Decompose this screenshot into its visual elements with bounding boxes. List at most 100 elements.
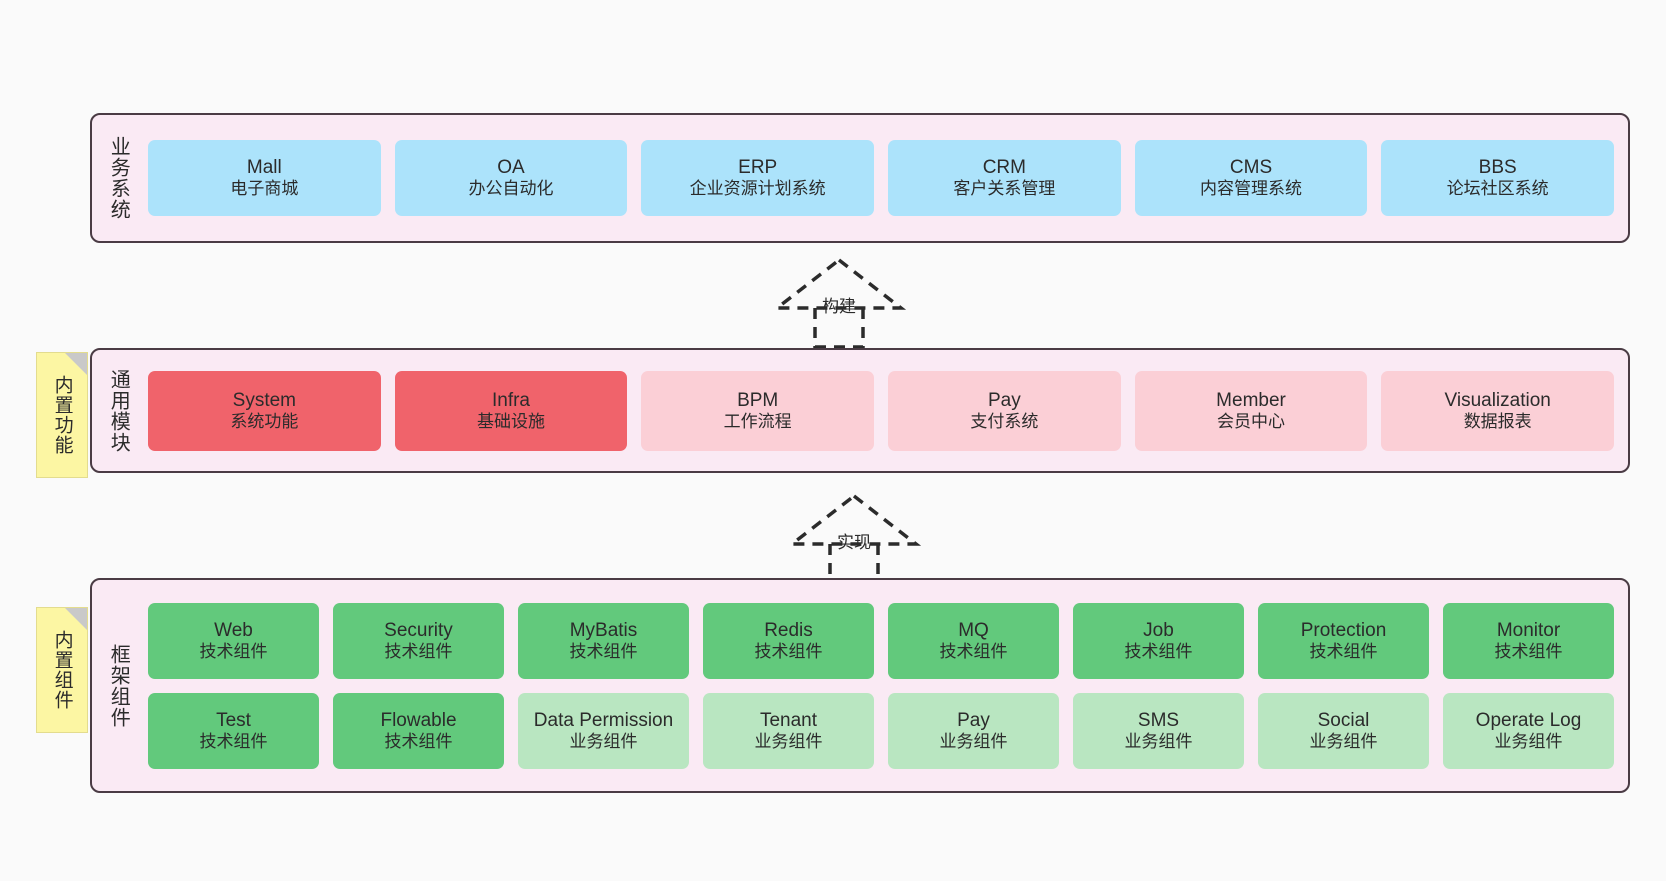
card-subtitle: 系统功能 [230, 411, 299, 431]
common-modules-card-row: System 系统功能 Infra 基础设施 BPM 工作流程 Pay 支付系统… [144, 350, 1628, 471]
card-social[interactable]: Social 业务组件 [1258, 692, 1429, 769]
note-builtin-features: 内置功能 [36, 352, 88, 478]
card-title: Data Permission [533, 709, 674, 731]
card-mall[interactable]: Mall 电子商城 [148, 140, 381, 216]
card-system[interactable]: System 系统功能 [148, 370, 381, 451]
card-job[interactable]: Job 技术组件 [1073, 602, 1244, 679]
card-title: Job [1143, 619, 1174, 641]
card-title: Visualization [1444, 389, 1551, 411]
card-mq[interactable]: MQ 技术组件 [888, 602, 1059, 679]
card-infra[interactable]: Infra 基础设施 [394, 370, 628, 451]
card-title: CMS [1229, 157, 1273, 179]
card-title: Social [1317, 709, 1370, 731]
layer-title-common-modules: 通用模块 [107, 368, 130, 453]
card-test[interactable]: Test 技术组件 [148, 692, 319, 769]
card-title: System [232, 389, 297, 411]
connector-implement: 实现 [769, 490, 939, 585]
card-title: Protection [1300, 619, 1387, 641]
card-cms[interactable]: CMS 内容管理系统 [1134, 140, 1368, 216]
card-title: Infra [491, 389, 531, 411]
framework-components-grid: Web 技术组件 Security 技术组件 MyBatis 技术组件 Redi… [144, 580, 1628, 791]
card-subtitle: 业务组件 [1309, 731, 1378, 751]
card-title: CRM [982, 157, 1026, 179]
note-fold-corner [65, 353, 87, 375]
card-pay-module[interactable]: Pay 支付系统 [888, 370, 1121, 451]
card-subtitle: 技术组件 [939, 641, 1008, 661]
card-subtitle: 数据报表 [1463, 411, 1532, 431]
card-subtitle: 办公自动化 [468, 179, 554, 199]
card-title: Monitor [1496, 619, 1561, 641]
card-title: Pay [987, 389, 1021, 411]
card-title: SMS [1137, 709, 1180, 731]
card-title: Pay [957, 709, 990, 731]
card-subtitle: 业务组件 [1494, 731, 1563, 751]
layer-framework-components: 框架组件 Web 技术组件 Security 技术组件 MyBatis 技术组件… [90, 578, 1630, 793]
layer-title-business-systems: 业务系统 [107, 136, 130, 220]
card-data-permission[interactable]: Data Permission 业务组件 [518, 692, 689, 769]
card-subtitle: 会员中心 [1217, 411, 1286, 431]
card-subtitle: 企业资源计划系统 [689, 179, 826, 199]
card-subtitle: 技术组件 [1494, 641, 1563, 661]
card-subtitle: 技术组件 [1124, 641, 1193, 661]
card-pay-component[interactable]: Pay 业务组件 [888, 692, 1059, 769]
card-bbs[interactable]: BBS 论坛社区系统 [1381, 140, 1615, 216]
card-mybatis[interactable]: MyBatis 技术组件 [518, 602, 689, 679]
card-title: Member [1216, 389, 1286, 411]
card-protection[interactable]: Protection 技术组件 [1258, 602, 1429, 679]
card-flowable[interactable]: Flowable 技术组件 [333, 692, 504, 769]
card-operate-log[interactable]: Operate Log 业务组件 [1443, 692, 1614, 769]
card-subtitle: 工作流程 [723, 411, 792, 431]
card-title: Operate Log [1475, 709, 1582, 731]
card-subtitle: 技术组件 [384, 641, 453, 661]
card-visualization[interactable]: Visualization 数据报表 [1381, 370, 1615, 451]
card-title: Test [216, 709, 251, 731]
card-redis[interactable]: Redis 技术组件 [703, 602, 874, 679]
card-subtitle: 业务组件 [939, 731, 1008, 751]
card-subtitle: 内容管理系统 [1200, 179, 1303, 199]
card-web[interactable]: Web 技术组件 [148, 602, 319, 679]
note-label: 内置功能 [51, 375, 73, 455]
layer-business-systems: 业务系统 Mall 电子商城 OA 办公自动化 ERP 企业资源计划系统 CRM… [90, 113, 1630, 243]
card-title: ERP [738, 157, 778, 179]
card-subtitle: 技术组件 [199, 641, 268, 661]
card-title: BBS [1478, 157, 1517, 179]
card-subtitle: 业务组件 [754, 731, 823, 751]
card-subtitle: 技术组件 [199, 731, 268, 751]
card-title: MyBatis [569, 619, 638, 641]
card-subtitle: 技术组件 [754, 641, 823, 661]
card-title: Security [384, 619, 453, 641]
layer-title-framework-components: 框架组件 [107, 643, 130, 728]
card-bpm[interactable]: BPM 工作流程 [641, 370, 875, 451]
card-monitor[interactable]: Monitor 技术组件 [1443, 602, 1614, 679]
card-oa[interactable]: OA 办公自动化 [394, 140, 628, 216]
note-fold-corner [65, 608, 87, 630]
card-subtitle: 客户关系管理 [953, 179, 1056, 199]
card-subtitle: 技术组件 [384, 731, 453, 751]
card-security[interactable]: Security 技术组件 [333, 602, 504, 679]
card-subtitle: 技术组件 [1309, 641, 1378, 661]
card-subtitle: 业务组件 [569, 731, 638, 751]
card-title: Web [214, 619, 253, 641]
card-subtitle: 支付系统 [970, 411, 1039, 431]
card-subtitle: 论坛社区系统 [1446, 179, 1549, 199]
card-subtitle: 技术组件 [569, 641, 638, 661]
card-title: BPM [737, 389, 779, 411]
card-subtitle: 业务组件 [1124, 731, 1193, 751]
layer-common-modules: 通用模块 System 系统功能 Infra 基础设施 BPM 工作流程 Pay… [90, 348, 1630, 473]
card-erp[interactable]: ERP 企业资源计划系统 [641, 140, 875, 216]
card-tenant[interactable]: Tenant 业务组件 [703, 692, 874, 769]
note-label: 内置组件 [51, 630, 73, 710]
card-title: MQ [958, 619, 989, 641]
card-crm[interactable]: CRM 客户关系管理 [888, 140, 1121, 216]
card-title: OA [497, 157, 525, 179]
business-systems-card-row: Mall 电子商城 OA 办公自动化 ERP 企业资源计划系统 CRM 客户关系… [144, 115, 1628, 241]
card-title: Flowable [380, 709, 457, 731]
card-member[interactable]: Member 会员中心 [1134, 370, 1368, 451]
card-subtitle: 电子商城 [230, 179, 299, 199]
note-builtin-components: 内置组件 [36, 607, 88, 733]
arrow-head-triangle [786, 493, 922, 546]
arrow-head-triangle [771, 257, 907, 310]
card-sms[interactable]: SMS 业务组件 [1073, 692, 1244, 769]
card-title: Tenant [759, 709, 818, 731]
